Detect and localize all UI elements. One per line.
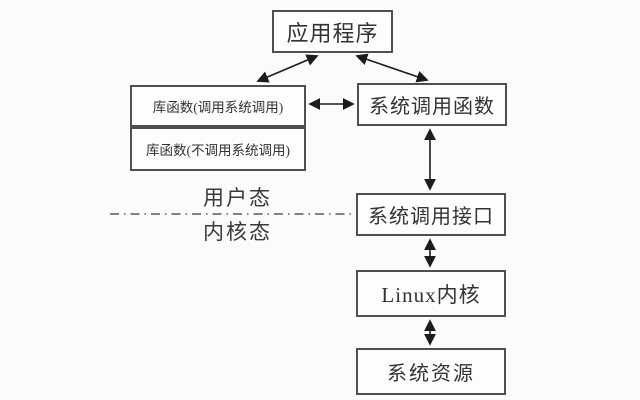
arrow-app-libfunc bbox=[256, 54, 319, 83]
node-syscall-interface: 系统调用接口 bbox=[356, 193, 506, 236]
label-kernel-mode: 内核态 bbox=[203, 220, 272, 244]
arrow-app-syscallfunc bbox=[355, 53, 429, 83]
node-lib-func-without-syscall: 库函数(不调用系统调用) bbox=[130, 127, 306, 171]
node-syscall-functions: 系统调用函数 bbox=[357, 83, 507, 126]
node-lib-func-with-syscall: 库函数(调用系统调用) bbox=[130, 85, 306, 127]
node-application: 应用程序 bbox=[272, 10, 393, 53]
node-linux-kernel: Linux内核 bbox=[356, 270, 506, 317]
label-user-mode: 用户态 bbox=[203, 186, 272, 210]
node-system-resources: 系统资源 bbox=[356, 348, 506, 395]
